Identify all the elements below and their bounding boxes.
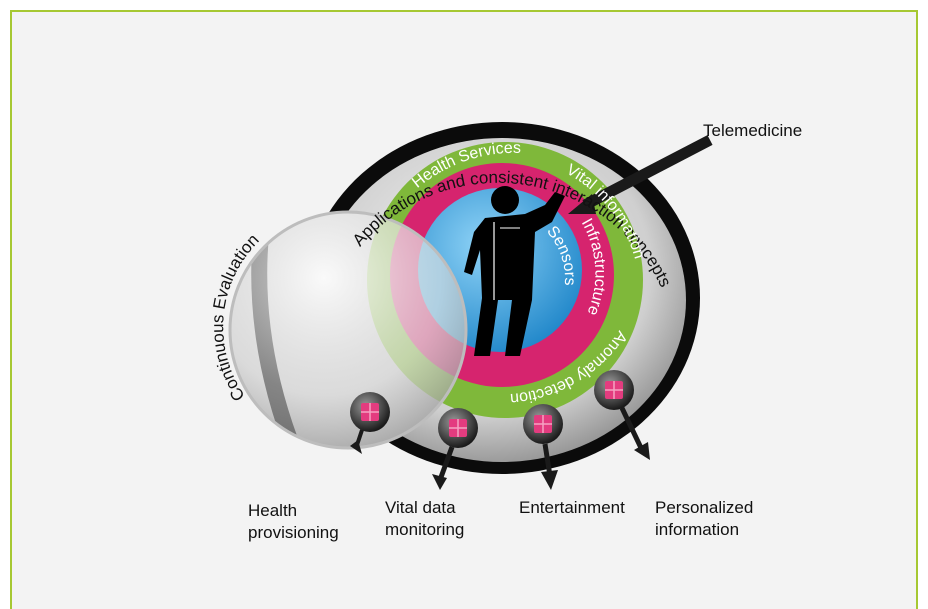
telemedicine-label: Telemedicine [703, 121, 803, 140]
person-figure [464, 186, 565, 356]
telemedicine-arrow [568, 135, 713, 214]
output-button-personalized[interactable] [594, 370, 650, 460]
output-button-entertainment[interactable] [523, 404, 563, 490]
output-label-entertainment: Entertainment [519, 498, 625, 517]
output-button-vital[interactable] [432, 408, 478, 490]
output-button-health[interactable] [350, 392, 390, 454]
